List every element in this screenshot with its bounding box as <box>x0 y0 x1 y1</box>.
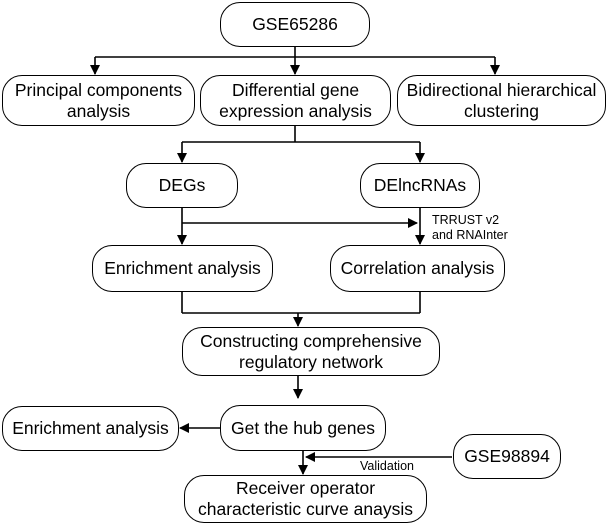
node-differential-gene-expression: Differential gene expression analysis <box>200 75 391 126</box>
edge-label-validation: Validation <box>360 459 414 473</box>
node-principal-components-analysis: Principal components analysis <box>2 75 195 126</box>
node-correlation-analysis: Correlation analysis <box>330 245 505 292</box>
node-enrichment-analysis-hub: Enrichment analysis <box>2 406 179 451</box>
node-bidirectional-hierarchical-clustering: Bidirectional hierarchical clustering <box>397 75 606 126</box>
edge-label-trrust: TRRUST v2 and RNAInter <box>432 213 508 242</box>
node-enrichment-analysis-top: Enrichment analysis <box>92 245 273 292</box>
node-gse98894: GSE98894 <box>453 434 561 479</box>
node-gse65286: GSE65286 <box>220 2 370 47</box>
node-hub-genes: Get the hub genes <box>220 405 386 451</box>
node-regulatory-network: Constructing comprehensive regulatory ne… <box>182 327 440 376</box>
node-delncrnas: DElncRNAs <box>360 163 480 208</box>
node-degs: DEGs <box>126 163 238 208</box>
node-roc-analysis: Receiver operator characteristic curve a… <box>184 475 427 523</box>
